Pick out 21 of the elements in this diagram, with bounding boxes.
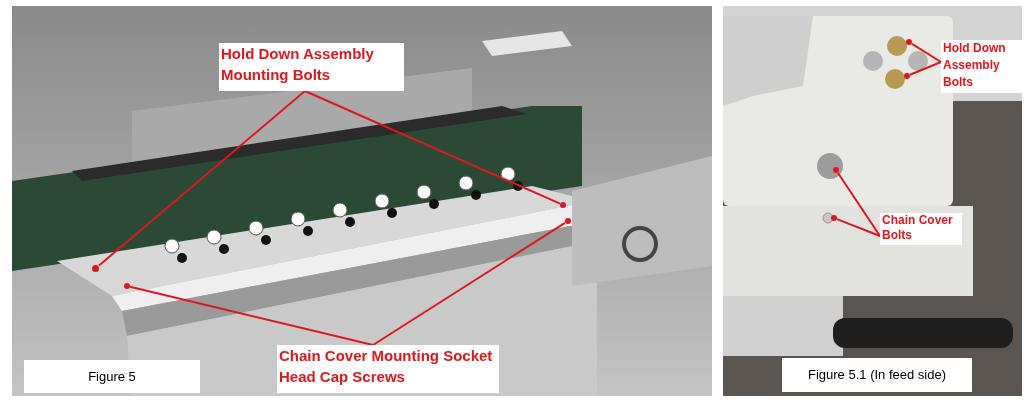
bolt-location-marker <box>124 283 130 289</box>
leader-line <box>372 221 566 346</box>
figure-caption: Figure 5.1 (In feed side) <box>782 358 972 392</box>
leader-line <box>304 90 561 205</box>
leader-line <box>98 90 306 267</box>
bolt-location-marker <box>831 215 837 221</box>
bolt-location-marker <box>904 73 910 79</box>
bolt-location-marker <box>906 39 912 45</box>
callout-label: Hold Down Assembly Bolts <box>941 40 1022 93</box>
bolt-location-marker <box>92 265 99 272</box>
callout-label: Hold Down Assembly Mounting Bolts <box>219 43 404 91</box>
figure-caption: Figure 5 <box>24 360 200 393</box>
bolt-location-marker <box>833 167 839 173</box>
bolt-location-marker <box>565 218 571 224</box>
leader-line <box>909 61 942 76</box>
callout-label: Chain Cover Bolts <box>880 213 962 245</box>
leader-line <box>836 218 881 237</box>
callout-label: Chain Cover Mounting Socket Head Cap Screws <box>277 345 499 393</box>
leader-line <box>911 42 942 63</box>
leader-line <box>129 285 374 346</box>
bolt-location-marker <box>560 202 566 208</box>
